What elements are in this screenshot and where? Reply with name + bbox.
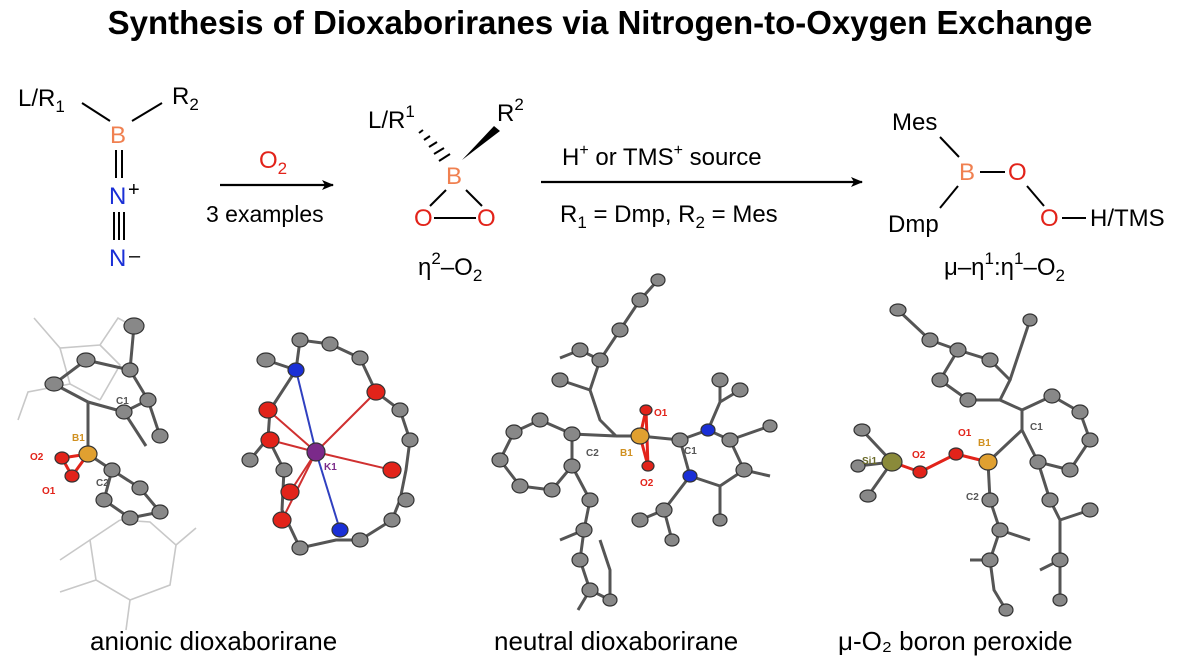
- s4-label-o1: O1: [958, 428, 972, 439]
- product1-o-right: O: [477, 205, 496, 232]
- s3-label-o2: O2: [640, 478, 654, 489]
- s1-label-o2: O2: [30, 452, 44, 463]
- reactant-minus-charge: –: [129, 245, 141, 267]
- product1-structure: L/R1 R2 B O O η2–O2: [368, 95, 524, 285]
- s1-label-c1: C1: [116, 396, 129, 407]
- product2-o2: O: [1040, 205, 1059, 232]
- product2-label: μ–η1:η1–O2: [944, 249, 1065, 285]
- s1-label-o1: O1: [42, 486, 56, 497]
- s4-label-si1: Si1: [862, 456, 877, 467]
- arrow-2: H+ or TMS+ source R1 = Dmp, R2 = Mes: [541, 142, 863, 232]
- reactant-n-plus: N: [109, 183, 126, 210]
- product1-boron: B: [446, 163, 462, 190]
- product1-label: η2–O2: [418, 249, 482, 285]
- reactant-boron: B: [110, 122, 126, 149]
- reactant-l-r1: L/R1: [18, 85, 65, 116]
- arrow2-reagent: H+ or TMS+ source: [562, 142, 762, 171]
- s1-label-b1: B1: [72, 433, 85, 444]
- figure-title: Synthesis of Dioxaboriranes via Nitrogen…: [107, 4, 1093, 41]
- caption-anionic: anionic dioxaborirane: [90, 626, 338, 656]
- s4-label-b1: B1: [978, 438, 991, 449]
- arrow-1: O2 3 examples: [206, 147, 334, 227]
- s3-label-b1: B1: [620, 448, 633, 459]
- product2-o1: O: [1008, 159, 1027, 186]
- arrow2-conditions: R1 = Dmp, R2 = Mes: [560, 201, 778, 232]
- crystal-structure-anionic: C1 B1 O2 O1 C2: [17, 316, 197, 631]
- product2-dmp: Dmp: [888, 211, 939, 238]
- crystal-structure-neutral: O1 B1 C1 C2 O2: [491, 273, 778, 611]
- caption-neutral: neutral dioxaborirane: [494, 626, 739, 656]
- s3-label-o1: O1: [654, 408, 668, 419]
- s3-label-c2: C2: [586, 448, 599, 459]
- s4-label-c1: C1: [1030, 422, 1043, 433]
- product2-mes: Mes: [892, 109, 937, 136]
- product2-boron: B: [959, 159, 975, 186]
- product1-l-r1: L/R1: [368, 102, 415, 134]
- reactant-n-minus: N: [109, 245, 126, 272]
- s4-label-o2: O2: [912, 450, 926, 461]
- product1-o-left: O: [414, 205, 433, 232]
- reactant-r2: R2: [172, 83, 199, 114]
- product1-r2: R2: [497, 95, 524, 127]
- s1-label-c2: C2: [96, 478, 109, 489]
- s4-label-c2: C2: [966, 492, 979, 503]
- product2-h-tms: H/TMS: [1090, 205, 1165, 232]
- caption-peroxide: μ-O₂ boron peroxide: [838, 626, 1073, 656]
- reactant-plus-charge: +: [128, 179, 140, 201]
- reactant-structure: L/R1 R2 B N + N –: [18, 83, 199, 272]
- arrow1-note: 3 examples: [206, 201, 324, 227]
- arrow1-reagent: O2: [259, 147, 287, 178]
- product2-structure: Mes B Dmp O O H/TMS μ–η1:η1–O2: [888, 109, 1165, 285]
- crystal-structure-peroxide: O1 B1 C1 Si1 O2 C2: [850, 303, 1099, 617]
- s2-label-k1: K1: [324, 462, 337, 473]
- s3-label-c1: C1: [684, 446, 697, 457]
- crystal-structure-potassium: K1: [241, 332, 419, 556]
